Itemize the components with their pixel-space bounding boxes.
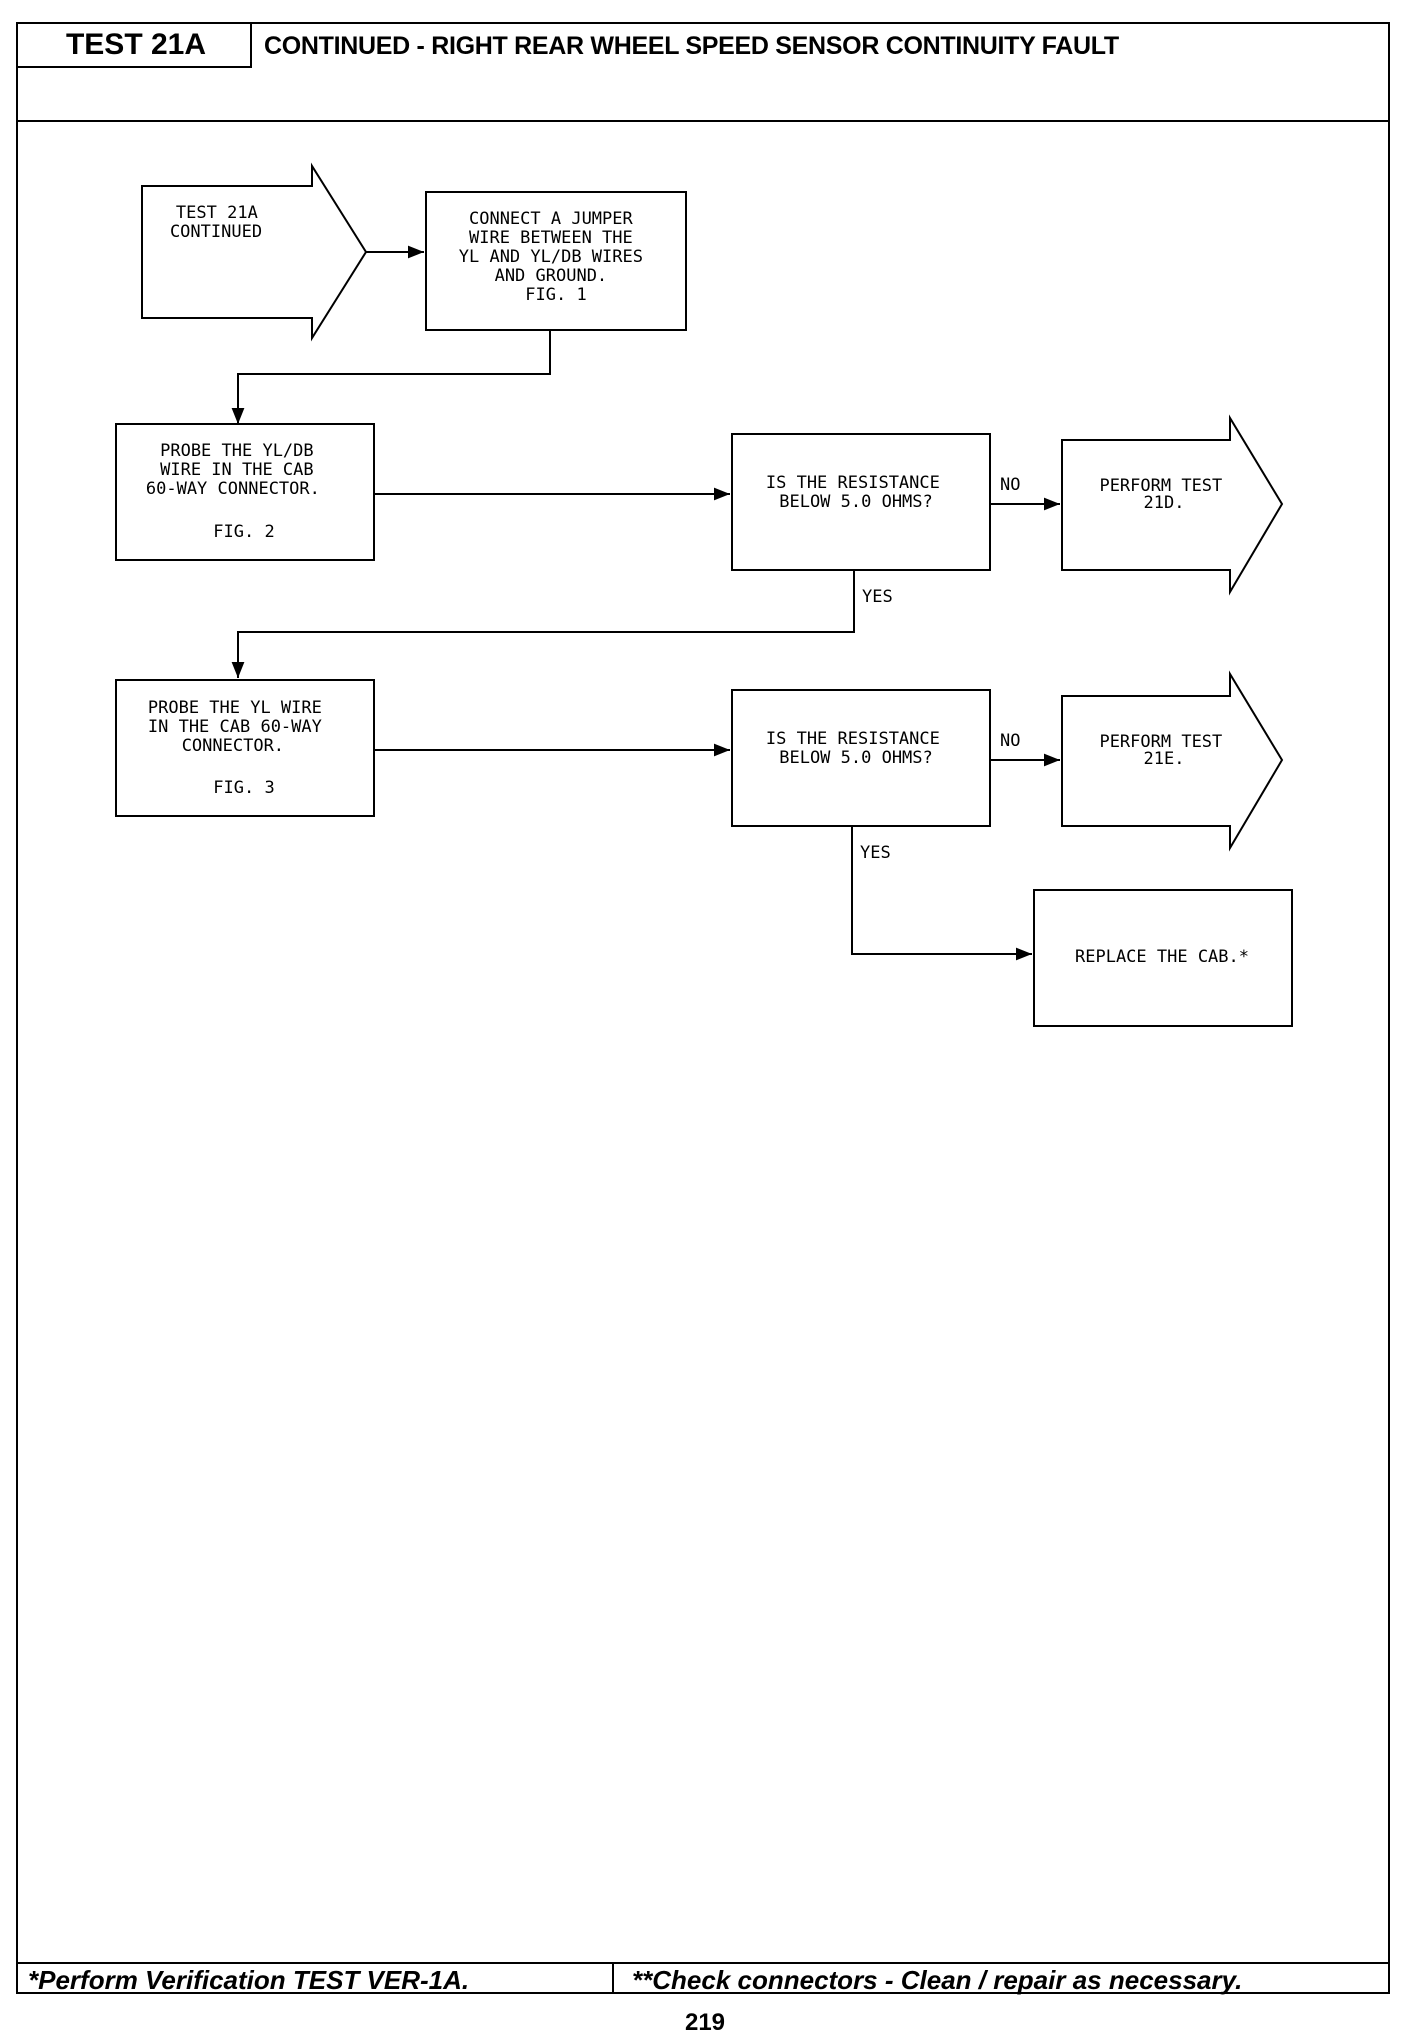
step-jumper-text: CONNECT A JUMPER WIRE BETWEEN THE YL AND… — [459, 209, 653, 305]
header-title: CONTINUED - RIGHT REAR WHEEL SPEED SENSO… — [264, 32, 1119, 60]
footer-note-right: **Check connectors - Clean / repair as n… — [632, 1965, 1243, 1995]
label-no-1: NO — [1000, 475, 1020, 495]
label-no-2: NO — [1000, 731, 1020, 751]
decision-1-box — [731, 433, 991, 571]
footer-note-left: *Perform Verification TEST VER-1A. — [28, 1965, 470, 1995]
header-divider — [250, 22, 252, 68]
result-replace-text: REPLACE THE CAB.* — [1075, 947, 1249, 967]
step-jumper-box — [425, 191, 687, 331]
start-text: TEST 21A CONTINUED — [170, 203, 268, 242]
result-21e-arrow-shape — [1061, 670, 1284, 852]
step-probe-yldb-box — [115, 423, 375, 561]
header-bottom-line — [16, 120, 1390, 122]
label-yes-2: YES — [860, 843, 891, 863]
page-frame — [16, 22, 1390, 1994]
header-tab-underline — [16, 66, 252, 68]
footer-top-line — [16, 1962, 1390, 1964]
label-yes-1: YES — [862, 587, 893, 607]
connector-jumper-to-probe-yldb — [231, 330, 551, 424]
result-21e-text: PERFORM TEST 21E. — [1099, 732, 1232, 769]
start-arrow-shape — [141, 162, 368, 342]
step-probe-yl-text: PROBE THE YL WIRE IN THE CAB 60-WAY CONN… — [148, 698, 332, 798]
test-id: TEST 21A — [65, 28, 207, 61]
decision-1-text: IS THE RESISTANCE BELOW 5.0 OHMS? — [766, 473, 950, 512]
step-probe-yldb-text: PROBE THE YL/DB WIRE IN THE CAB 60-WAY C… — [146, 441, 330, 542]
footer-divider — [612, 1962, 614, 1994]
result-replace-box — [1033, 889, 1293, 1027]
decision-2-text: IS THE RESISTANCE BELOW 5.0 OHMS? — [766, 729, 950, 768]
decision-2-box — [731, 689, 991, 827]
step-probe-yl-box — [115, 679, 375, 817]
result-21d-arrow-shape — [1061, 414, 1284, 596]
page-number: 219 — [684, 2009, 726, 2030]
connector-decision-2-yes — [851, 826, 1032, 961]
connector-decision-1-yes — [231, 570, 855, 678]
result-21d-text: PERFORM TEST 21D. — [1099, 476, 1232, 513]
